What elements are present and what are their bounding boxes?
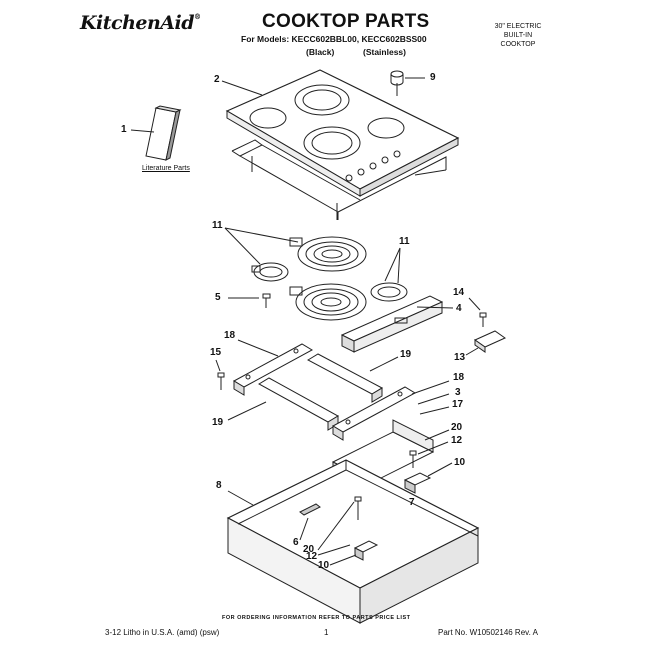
callout-13: 13: [454, 352, 466, 363]
callout-12: 12: [451, 435, 463, 446]
callout-3: 3: [455, 387, 461, 398]
callout-10: 10: [454, 457, 466, 468]
page-title: COOKTOP PARTS: [262, 11, 430, 32]
callout-18: 18: [224, 330, 236, 341]
control-knob: [390, 70, 404, 96]
callout-4: 4: [456, 303, 462, 314]
mounting-bracket: [473, 330, 507, 353]
print-info: 3-12 Litho in U.S.A. (amd) (psw): [105, 628, 220, 637]
callout-5: 5: [215, 292, 221, 303]
product-type-label: 30" ELECTRIC BUILT-IN COOKTOP: [488, 22, 548, 49]
cooktop-frame: [231, 139, 447, 220]
ordering-note: FOR ORDERING INFORMATION REFER TO PARTS …: [222, 615, 411, 621]
callout-1: 1: [121, 124, 127, 135]
screw: [479, 312, 487, 327]
product-type-line: COOKTOP: [500, 41, 536, 48]
callout-19: 19: [400, 349, 412, 360]
clip: [299, 503, 321, 516]
small-radiant-element: [370, 282, 408, 302]
callout-9: 9: [430, 72, 436, 83]
variant-stainless: (Stainless): [363, 47, 406, 57]
product-type-line: 30" ELECTRIC: [494, 23, 542, 30]
callout-2: 2: [214, 74, 220, 85]
large-radiant-element: [289, 283, 367, 321]
screw: [217, 372, 225, 390]
callout-18: 18: [453, 372, 465, 383]
part-number: Part No. W10502146 Rev. A: [438, 628, 538, 637]
callout-19: 19: [212, 417, 224, 428]
brand-logo: KitchenAid®: [80, 12, 201, 34]
literature-booklet: [145, 105, 182, 161]
support-rail: [232, 343, 314, 396]
screw: [262, 293, 271, 308]
variant-black: (Black): [306, 47, 335, 57]
literature-parts-label: Literature Parts: [142, 165, 190, 172]
glass-cooktop: [225, 69, 460, 197]
callout-10: 10: [318, 560, 330, 571]
base-box: [226, 459, 480, 624]
callout-11: 11: [212, 220, 223, 231]
support-rail: [306, 353, 384, 403]
screw: [354, 496, 362, 520]
large-radiant-element: [289, 236, 367, 272]
models-line: For Models: KECC602BBL00, KECC602BSS00: [241, 34, 427, 44]
callout-7: 7: [409, 497, 415, 508]
screw: [409, 450, 417, 468]
callout-14: 14: [453, 287, 465, 298]
callout-6: 6: [293, 537, 299, 548]
callout-20: 20: [451, 422, 463, 433]
callout-8: 8: [216, 480, 222, 491]
callout-12: 12: [306, 551, 318, 562]
support-rail: [257, 377, 340, 431]
product-type-line: BUILT-IN: [503, 32, 533, 39]
terminal-block: [403, 472, 432, 494]
callout-17: 17: [452, 399, 464, 410]
callout-11: 11: [399, 236, 410, 247]
callout-20: 20: [303, 544, 315, 555]
terminal-block: [353, 540, 379, 561]
callout-15: 15: [210, 347, 222, 358]
page-number: 1: [324, 628, 329, 637]
small-radiant-element: [251, 262, 289, 282]
